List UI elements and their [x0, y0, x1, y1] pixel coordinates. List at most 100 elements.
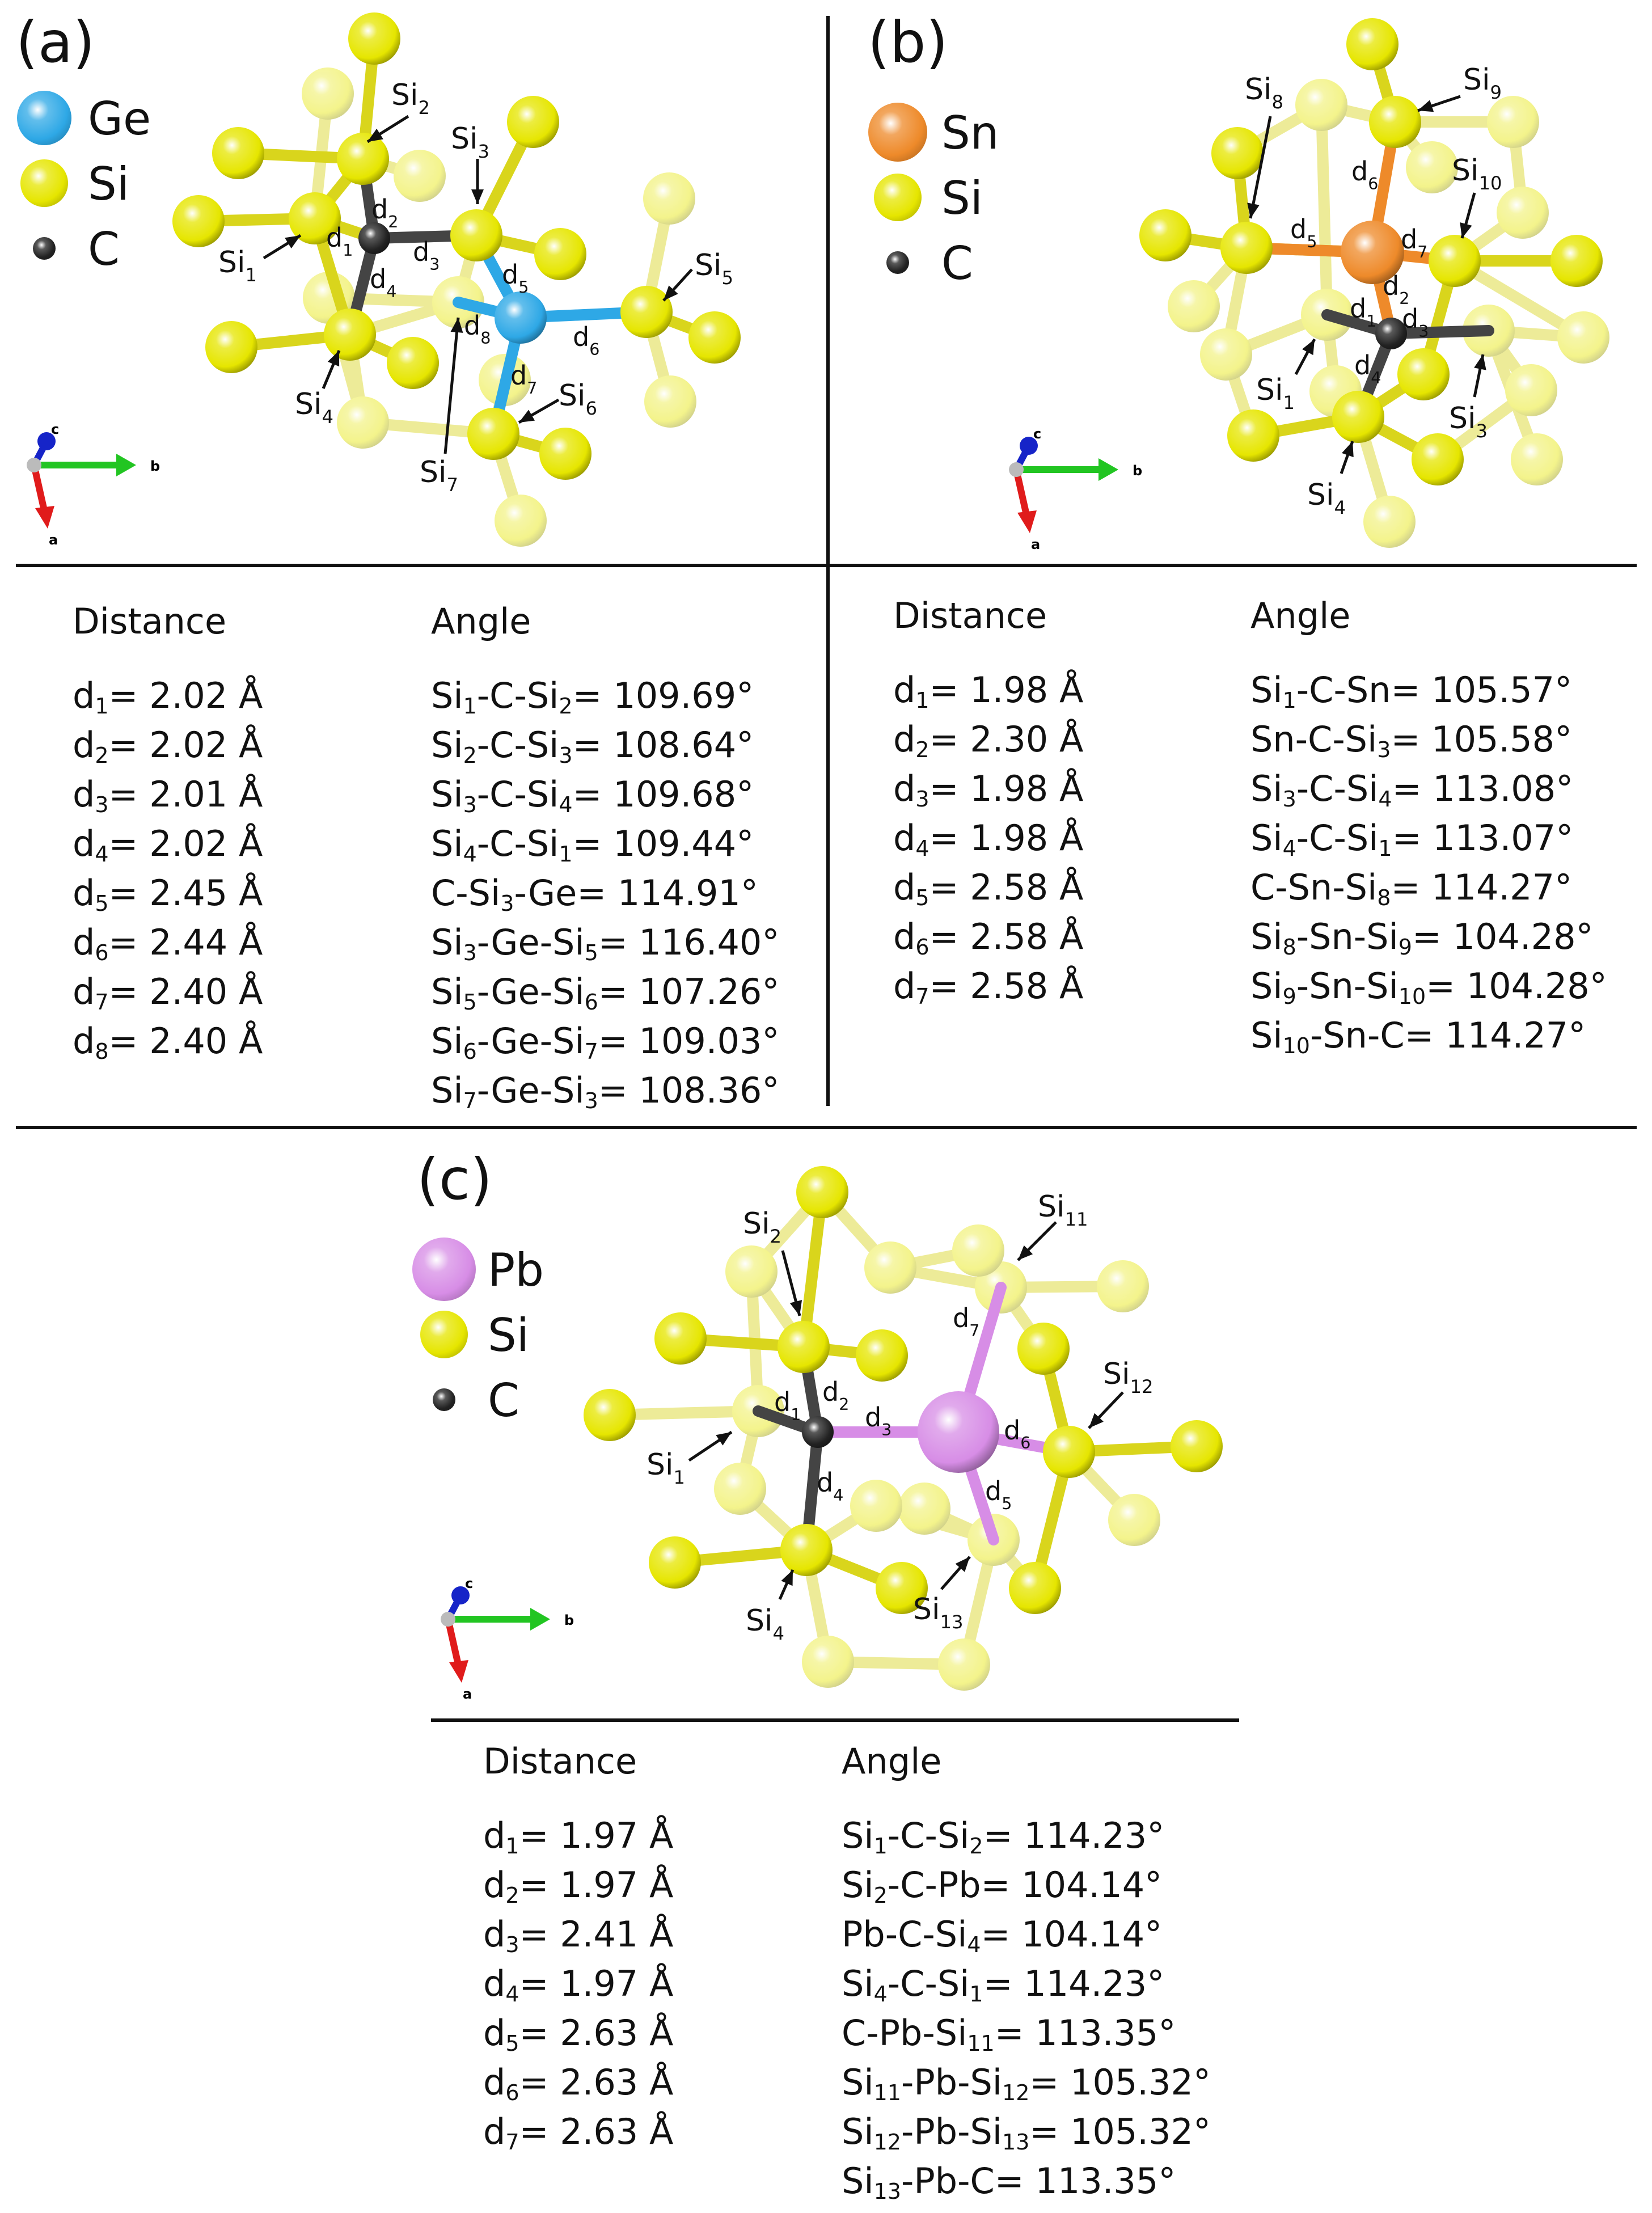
atom-si [205, 321, 257, 373]
bond-label: d5 [1290, 214, 1317, 251]
atom-si [539, 428, 591, 480]
atom-si [1346, 18, 1399, 70]
distance-row: d5= 2.63 Å [483, 2012, 674, 2056]
atom-si [1557, 311, 1609, 364]
legend-label-si: Si [488, 1309, 530, 1362]
legend-label-c: C [941, 237, 973, 290]
distance-row: d2= 2.02 Å [73, 724, 263, 768]
pointer-arrowhead [781, 1570, 793, 1586]
pointer-arrowhead [1460, 222, 1472, 238]
distance-row: d4= 1.98 Å [893, 817, 1084, 861]
atom-c [1375, 318, 1407, 349]
bond-label: d1 [326, 222, 353, 260]
atom-si [584, 1389, 636, 1441]
angle-row: Si6-Ge-Si7= 109.03° [431, 1020, 780, 1064]
atom-label: Si4 [746, 1604, 784, 1644]
atom-si [1295, 79, 1347, 131]
axis-a-label: a [463, 1686, 472, 1702]
pointer-arrow [443, 317, 460, 454]
atom-si [1397, 348, 1450, 400]
angle-row: C-Si3-Ge= 114.91° [431, 872, 758, 916]
atom-si [450, 209, 502, 261]
angle-row: Si9-Sn-Si10= 104.28° [1250, 965, 1607, 1009]
atom-si [495, 495, 547, 547]
axis-triad: cba [27, 421, 160, 548]
bond-label: d4 [370, 264, 396, 301]
angle-row: Si4-C-Si1= 109.44° [431, 823, 754, 867]
atom-label: Si3 [451, 122, 489, 162]
angle-row: Si4-C-Si1= 113.07° [1250, 817, 1574, 861]
distance-row: d4= 1.97 Å [483, 1963, 674, 2007]
distance-row: d3= 1.98 Å [893, 768, 1084, 812]
bond-label: d4 [1354, 350, 1381, 387]
atom-ge [495, 292, 547, 344]
angle-row: Si3-C-Si4= 113.08° [1250, 768, 1574, 812]
atom-label: Si2 [391, 78, 430, 119]
legend-swatch-si [20, 159, 68, 207]
distance-row: d6= 2.58 Å [893, 916, 1084, 960]
back-layer [302, 67, 1609, 1691]
angle-header: Angle [431, 601, 531, 642]
legend-swatch-c [886, 251, 909, 274]
axis-b-label: b [1133, 463, 1142, 479]
legend-label-sn: Sn [941, 107, 999, 159]
front-layer [172, 12, 1603, 1614]
distance-header: Distance [483, 1741, 637, 1782]
angle-header: Angle [1250, 595, 1351, 636]
distance-row: d5= 2.58 Å [893, 867, 1084, 910]
pointer-arrowhead [519, 409, 535, 423]
pointer-arrow [1249, 116, 1272, 219]
distance-header: Distance [893, 595, 1047, 636]
distance-row: d1= 1.97 Å [483, 1815, 674, 1859]
angle-row: Si3-C-Si4= 109.68° [431, 774, 754, 817]
axis-triad: cba [1009, 426, 1142, 552]
legend-label-ge: Ge [88, 92, 151, 145]
atom-label: Si12 [1103, 1357, 1154, 1397]
atom-label: Si8 [1245, 73, 1283, 113]
axis-a [445, 1618, 462, 1666]
bond-label: d6 [1004, 1415, 1030, 1452]
atom-c [802, 1416, 834, 1448]
atom-label: Si1 [1256, 373, 1295, 413]
bond-label: d1 [1350, 293, 1376, 331]
angle-row: Si3-Ge-Si5= 116.40° [431, 922, 780, 965]
pointer-arrowhead [1418, 100, 1434, 112]
bond-label: d5 [985, 1476, 1012, 1513]
atom-si [654, 1312, 707, 1365]
atom-si [725, 1245, 778, 1298]
angle-row: Si5-Ge-Si6= 107.26° [431, 971, 780, 1015]
pointer-arrowhead [1342, 441, 1354, 458]
distance-row: d1= 2.02 Å [73, 675, 263, 719]
divider-horizontal-middle [16, 1126, 1637, 1129]
distance-row: d5= 2.45 Å [73, 872, 263, 916]
panel-a-letter: (a) [16, 9, 95, 75]
bond-label: d2 [1383, 271, 1409, 308]
atom-si [1043, 1426, 1095, 1478]
bond-label: d3 [413, 236, 440, 274]
atom-si [796, 1166, 848, 1218]
atom-sn [1341, 221, 1404, 284]
atom-si [864, 1241, 916, 1294]
axis-origin [1009, 462, 1024, 477]
pointer-arrowhead [285, 235, 301, 248]
distance-row: d6= 2.44 Å [73, 922, 263, 965]
panel-c-letter: (c) [417, 1146, 493, 1213]
atom-si [534, 228, 586, 280]
pointer-arrowhead [1474, 354, 1486, 370]
atom-si [1168, 280, 1220, 332]
pointer-arrowhead [664, 285, 678, 301]
atom-si [649, 1536, 701, 1589]
atom-si [898, 1483, 950, 1535]
axis-c-head [451, 1586, 470, 1604]
atom-si [348, 12, 400, 65]
pointer-arrowhead [1302, 339, 1315, 356]
atom-si [850, 1480, 902, 1532]
atom-si [778, 1321, 830, 1373]
angle-header: Angle [842, 1741, 942, 1782]
pointer-arrowhead [327, 350, 340, 367]
legend-label-si: Si [88, 158, 130, 210]
pointer-arrowhead [1247, 202, 1260, 218]
